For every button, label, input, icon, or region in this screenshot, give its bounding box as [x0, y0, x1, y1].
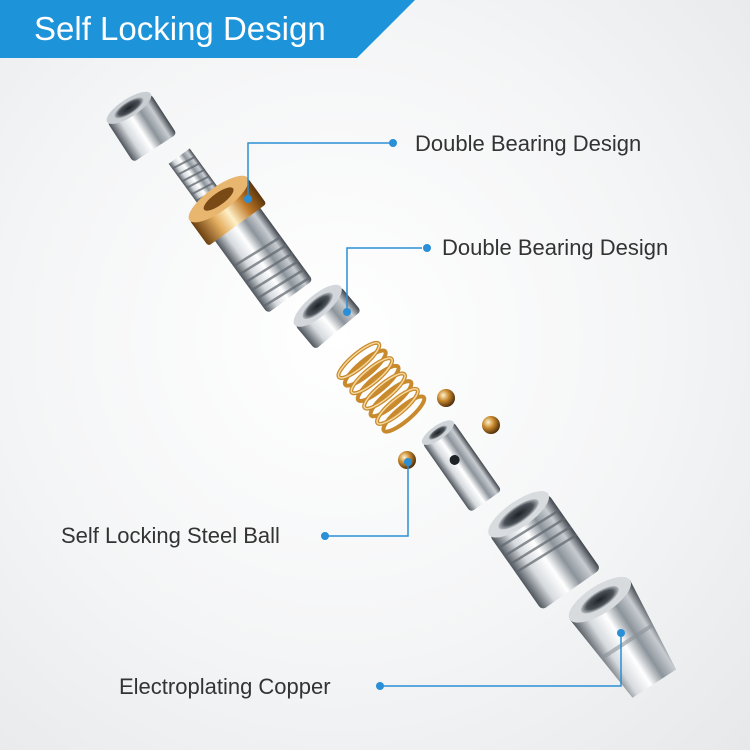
- callout-double-bearing-design-top: Double Bearing Design: [415, 131, 642, 156]
- end-cap-part: [106, 91, 176, 161]
- threaded-sleeve-part: [488, 491, 599, 609]
- callout-leaders: [247, 142, 622, 687]
- callout-dot: [423, 244, 431, 252]
- locking-tube-part: [421, 420, 501, 511]
- callout-dot: [617, 629, 625, 637]
- callout-dot: [343, 308, 351, 316]
- callout-dot: [376, 682, 384, 690]
- callout-dot: [321, 532, 329, 540]
- title-banner: Self Locking Design: [0, 0, 415, 58]
- callout-dots: [244, 139, 625, 690]
- steel-ball: [482, 416, 500, 434]
- callout-dot: [404, 458, 412, 466]
- bearing-ring-part: [293, 284, 360, 348]
- electroplated-nozzle-part: [568, 576, 677, 698]
- callout-dot: [244, 195, 252, 203]
- callout-double-bearing-design-middle: Double Bearing Design: [442, 235, 669, 260]
- steel-ball: [437, 389, 455, 407]
- callout-electroplating-copper: Electroplating Copper: [119, 674, 331, 699]
- callout-dot: [389, 139, 397, 147]
- threaded-body-part: [212, 204, 312, 312]
- callout-self-locking-steel-ball: Self Locking Steel Ball: [61, 523, 280, 548]
- banner-title: Self Locking Design: [34, 10, 326, 47]
- copper-spring-part: [336, 340, 427, 434]
